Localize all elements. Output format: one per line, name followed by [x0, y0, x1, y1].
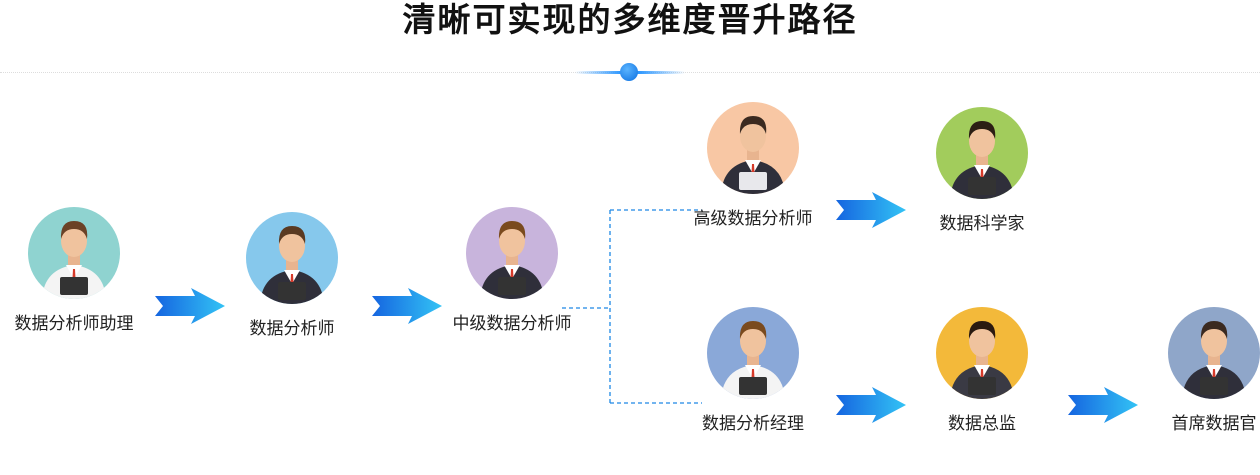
career-node-label: 数据分析师: [249, 319, 335, 339]
career-node: 数据分析师: [202, 212, 382, 339]
career-node-label: 数据分析经理: [702, 414, 804, 434]
career-node: 数据分析经理: [663, 307, 843, 434]
arrow-right-icon: [372, 288, 442, 324]
career-node-label: 中级数据分析师: [452, 314, 572, 334]
career-node: 首席数据官: [1124, 307, 1260, 434]
career-node-label: 数据分析师助理: [14, 314, 134, 334]
person-female-director-icon: [936, 307, 1028, 399]
career-node: 数据科学家: [892, 107, 1072, 234]
career-node-label: 高级数据分析师: [693, 209, 813, 229]
person-manager-tablet-icon: [707, 307, 799, 399]
career-node: 高级数据分析师: [663, 102, 843, 229]
arrow-right-icon: [1068, 387, 1138, 423]
person-assistant-tablet-icon: [28, 207, 120, 299]
person-beard-tablet-icon: [1168, 307, 1260, 399]
arrow-right-icon: [155, 288, 225, 324]
career-node-label: 首席数据官: [1171, 414, 1257, 434]
career-node: 中级数据分析师: [422, 207, 602, 334]
person-female-analyst-icon: [246, 212, 338, 304]
arrow-right-icon: [836, 387, 906, 423]
career-node: 数据分析师助理: [0, 207, 164, 334]
career-node: 数据总监: [892, 307, 1072, 434]
person-scientist-icon: [936, 107, 1028, 199]
arrow-right-icon: [836, 192, 906, 228]
page-title: 清晰可实现的多维度晋升路径: [402, 0, 858, 39]
career-node-label: 数据科学家: [939, 214, 1025, 234]
person-glasses-phone-icon: [466, 207, 558, 299]
career-node-label: 数据总监: [948, 414, 1016, 434]
person-beard-laptop-icon: [707, 102, 799, 194]
divider-dot-icon: [620, 63, 638, 81]
